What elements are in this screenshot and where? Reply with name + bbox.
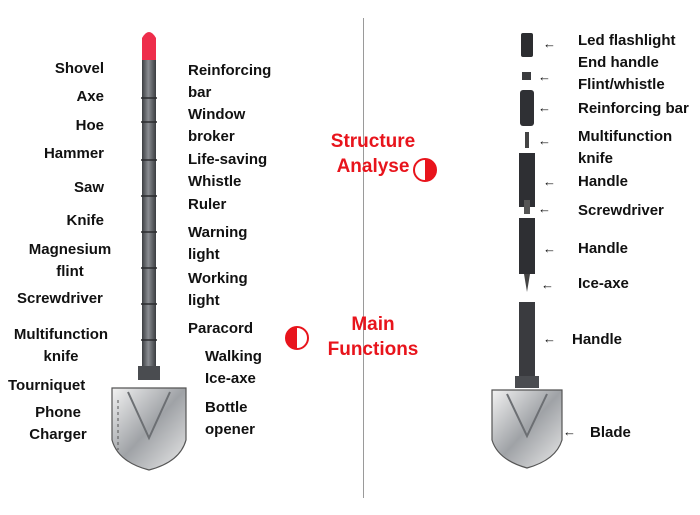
label-reinforcing-bar: Reinforcing bar [188,62,272,101]
label-axe: Axe [76,88,104,105]
label-paracord: Paracord [188,320,254,337]
label-multifunction-knife: Multifunction knife [13,326,109,365]
structure-end-handle: End handle [578,54,659,71]
left-arrow-icon: ← [543,36,556,51]
blade [111,387,187,471]
structure-handle-2: Handle [578,240,629,257]
structure-reinforcing-bar: Reinforcing bar [578,100,689,117]
left-arrow-icon: ← [538,69,551,84]
structure-screwdriver: Screwdriver [578,202,664,219]
left-arrow-icon: ← [563,424,576,439]
left-arrow-icon: ← [538,201,551,216]
structure-handle-1: Handle [578,173,629,190]
label-hoe: Hoe [75,117,104,134]
label-tourniquet: Tourniquet [8,377,86,394]
pole [142,60,156,376]
left-arrow-icon: ← [543,241,556,256]
label-window-broker: Window broker [188,106,246,145]
label-bottle-opener: Bottle opener [205,399,256,438]
left-arrow-icon: ← [538,133,551,148]
label-saw: Saw [73,179,104,196]
red-tip [142,32,156,60]
structure-blade: Blade [590,424,631,441]
label-magnesium-flint: Magnesium flint [28,241,112,280]
left-arrow-icon: ← [541,277,554,292]
structure-analyse-title: Structure Analyse [330,131,416,177]
label-hammer: Hammer [43,145,104,162]
label-phone-charger: Phone Charger [29,404,87,443]
structure-handle-3: Handle [572,331,623,348]
label-life-saving-whistle: Life-saving Whistle [188,151,268,190]
main-functions-title: Main Functions [327,314,419,360]
label-walking-ice-axe: Walking Ice-axe [205,348,262,387]
label-ruler: Ruler [188,196,227,213]
structure-led-flashlight: Led flashlight [578,32,676,49]
label-working-light: Working light [188,270,248,309]
left-arrow-icon: ← [538,100,551,115]
structure-multifunction-knife: Multifunction knife [578,128,673,167]
red-half-circle-pointer-icon [285,326,309,350]
label-shovel: Shovel [54,60,104,77]
label-knife: Knife [66,212,105,229]
left-arrow-icon: ← [543,174,556,189]
center-divider [363,18,364,498]
structure-flint-whistle: Flint/whistle [578,76,665,93]
structure-ice-axe: Ice-axe [578,275,629,292]
label-screwdriver: Screwdriver [17,290,103,307]
left-arrow-icon: ← [543,331,556,346]
red-half-circle-pointer-icon [413,158,437,182]
label-warning-light: Warning light [188,224,248,263]
